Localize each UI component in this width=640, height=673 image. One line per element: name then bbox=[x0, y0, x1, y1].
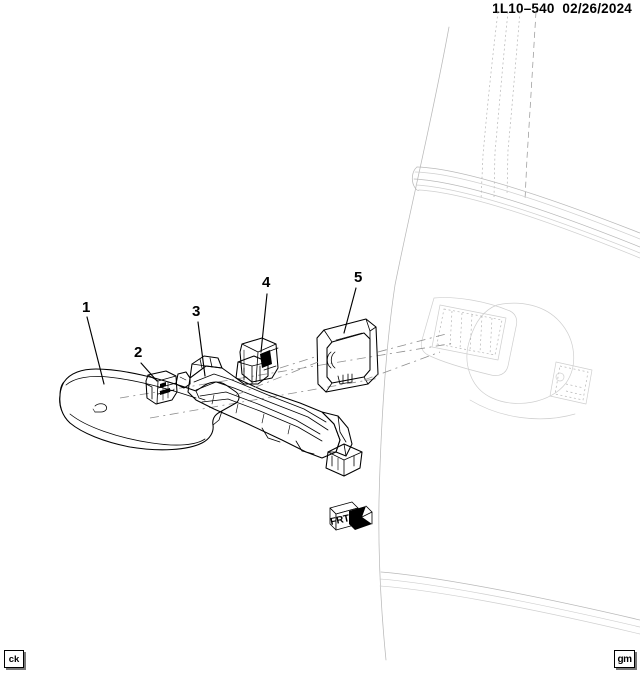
assembly-centerline bbox=[119, 342, 456, 419]
part-4-handle-end-cap bbox=[239, 337, 279, 383]
revision-stamp-text: ck bbox=[8, 653, 20, 665]
gm-logo-box: gm bbox=[614, 650, 635, 668]
door-panel-phantom bbox=[378, 11, 640, 661]
callout-leader-lines bbox=[86, 287, 357, 385]
callout-number-4: 4 bbox=[262, 274, 271, 291]
part-2-handle-retaining-clip bbox=[145, 370, 178, 405]
frt-direction-arrow: FRT bbox=[329, 501, 373, 531]
callout-number-2: 2 bbox=[134, 344, 143, 361]
callout-number-5: 5 bbox=[354, 269, 363, 286]
revision-stamp-box: ck bbox=[4, 650, 24, 668]
part-1-door-outside-handle bbox=[59, 368, 240, 451]
gm-logo-text: gm bbox=[617, 653, 633, 665]
part-3-handle-base-bracket bbox=[175, 355, 363, 477]
part-5-handle-bezel bbox=[316, 318, 379, 393]
alignment-dash-lines bbox=[235, 333, 447, 396]
callout-number-3: 3 bbox=[192, 303, 201, 320]
callout-number-1: 1 bbox=[82, 299, 91, 316]
frt-label: FRT bbox=[329, 513, 350, 528]
